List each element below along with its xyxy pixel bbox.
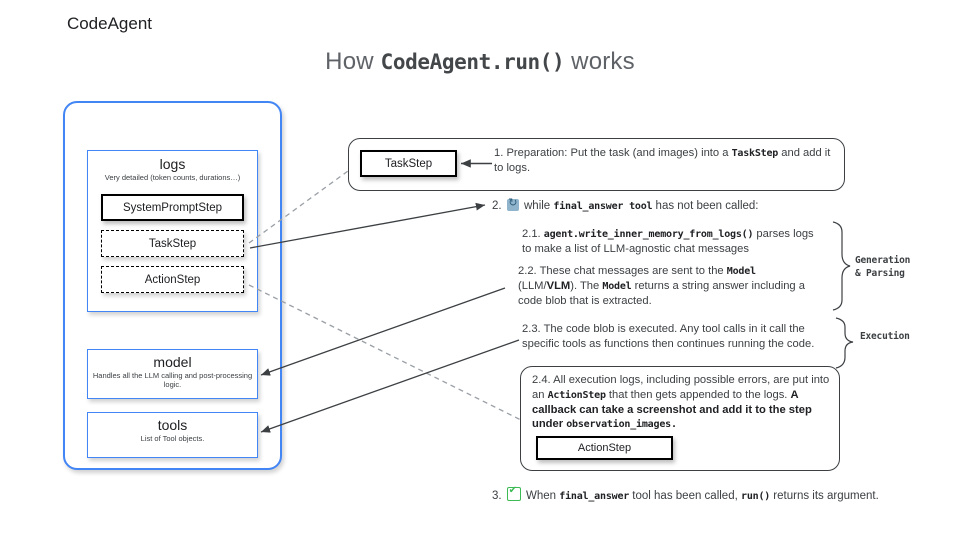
step-chip-label: SystemPromptStep xyxy=(122,201,223,214)
step1-code-taskstep: TaskStep xyxy=(731,148,779,159)
group-label-line1: Execution xyxy=(860,331,910,342)
step24-code-observation-images: observation_images. xyxy=(566,419,677,431)
group-label-generation-parsing: Generation & Parsing xyxy=(855,255,910,281)
page-title: How CodeAgent.run() works xyxy=(0,48,960,76)
step23-text: 2.3. The code blob is executed. Any tool… xyxy=(522,323,815,350)
step1-text: 1. Preparation: Put the task (and images… xyxy=(494,146,839,176)
group-label-line2: & Parsing xyxy=(855,267,905,279)
title-prefix: How xyxy=(325,48,381,75)
step-chip-taskstep: TaskStep xyxy=(101,230,244,257)
step3-text: 3. When final_answer tool has been calle… xyxy=(492,484,922,504)
step3-number: 3. xyxy=(492,490,502,502)
arrow-step23-to-tools xyxy=(260,339,520,433)
dashed-actionstep-to-step24 xyxy=(248,284,522,421)
title-code: CodeAgent.run() xyxy=(380,50,565,74)
step2-code-final-answer-tool: final_answer tool xyxy=(553,201,653,212)
step21-text: 2.1. agent.write_inner_memory_from_logs(… xyxy=(522,227,822,257)
step24-code-actionstep: ActionStep xyxy=(547,389,606,401)
step22-code-model-2: Model xyxy=(602,280,632,292)
step3-text-a: When xyxy=(526,490,560,502)
step21-number: 2.1. xyxy=(522,228,544,240)
step22-text-b: (LLM/ xyxy=(518,279,547,292)
step-chip-actionstep: ActionStep xyxy=(101,266,244,293)
step22-text-c: ). The xyxy=(570,279,603,292)
step2-text-a: while xyxy=(524,200,554,212)
group-label-line1: Generation xyxy=(855,255,911,266)
group-label-execution: Execution xyxy=(860,331,910,344)
tools-box-title: tools xyxy=(157,417,188,433)
step24-actionstep-chip: ActionStep xyxy=(536,436,673,460)
step-chip-label: TaskStep xyxy=(148,237,197,250)
tools-box-subtitle: List of Tool objects. xyxy=(140,433,205,443)
step24-text-a: 2.4. All execution logs, including possi… xyxy=(532,374,830,401)
model-box-title: model xyxy=(153,354,192,370)
step3-text-c: returns its argument. xyxy=(770,490,879,502)
tools-box: tools List of Tool objects. xyxy=(87,412,258,458)
step1-taskstep-label: TaskStep xyxy=(384,157,433,170)
brace-execution xyxy=(835,317,854,369)
logs-box-title: logs xyxy=(159,156,186,172)
arrow-logs-to-step2 xyxy=(249,202,486,249)
arrow-step22-to-model xyxy=(260,287,506,376)
step1-text-a: 1. Preparation: Put the task (and images… xyxy=(494,147,732,159)
step2-text: 2. while final_answer tool has not been … xyxy=(492,196,832,214)
title-suffix: works xyxy=(564,48,635,75)
step21-code-write-inner-memory: agent.write_inner_memory_from_logs() xyxy=(543,229,754,240)
step1-taskstep-chip: TaskStep xyxy=(360,150,457,177)
step2-text-b: has not been called: xyxy=(652,200,759,212)
logs-box-subtitle: Very detailed (token counts, durations…) xyxy=(104,172,241,182)
step3-code-final-answer: final_answer xyxy=(559,491,630,502)
step24-text-b: that then gets appended to the logs. xyxy=(605,388,791,401)
loop-icon xyxy=(506,196,519,211)
check-icon xyxy=(506,484,521,501)
step1-text-b: and add it to logs. xyxy=(494,147,831,174)
step24-bold-callback: A callback can take a screenshot and add… xyxy=(532,388,812,431)
model-box-subtitle: Handles all the LLM calling and post-pro… xyxy=(92,370,253,390)
step22-bold-vlm: VLM xyxy=(546,279,571,292)
brace-generation-parsing xyxy=(832,221,851,311)
step-chip-systempromptstep: SystemPromptStep xyxy=(101,194,244,221)
step2-number: 2. xyxy=(492,200,502,212)
step24-actionstep-label: ActionStep xyxy=(577,442,632,454)
step22-code-model-1: Model xyxy=(726,266,756,277)
step22-text-a: 2.2. These chat messages are sent to the xyxy=(518,265,727,277)
codeagent-title: CodeAgent xyxy=(66,14,153,33)
step21-text-a: parses logs to make a list of LLM-agnost… xyxy=(522,228,814,255)
step3-code-run: run() xyxy=(741,491,771,502)
step22-text-d: returns a string answer including a code… xyxy=(518,279,805,307)
step3-text-b: tool has been called, xyxy=(629,490,741,502)
step22-text: 2.2. These chat messages are sent to the… xyxy=(518,264,818,308)
model-box: model Handles all the LLM calling and po… xyxy=(87,349,258,399)
step24-text: 2.4. All execution logs, including possi… xyxy=(532,373,832,432)
step-chip-label: ActionStep xyxy=(144,273,201,286)
